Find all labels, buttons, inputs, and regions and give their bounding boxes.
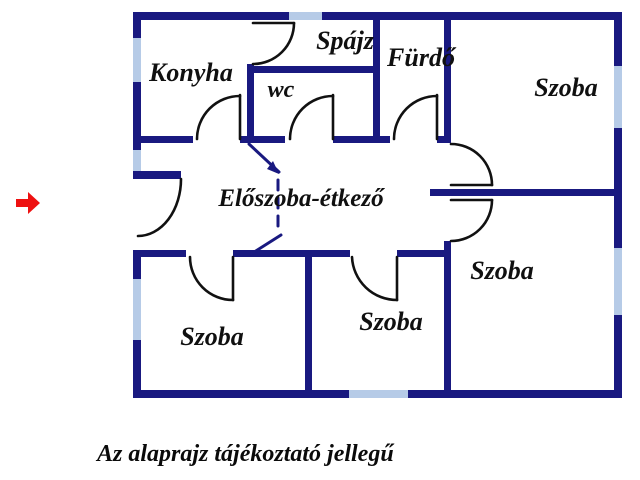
room-label-szoba-bottom-left: Szoba xyxy=(180,322,244,351)
door-arc-wc xyxy=(288,94,335,141)
wall-spajz-wc-divider xyxy=(250,66,377,73)
hall-partition-marks xyxy=(247,142,283,256)
partition-arrowhead xyxy=(267,161,279,174)
wall-entrance-stub xyxy=(133,171,181,179)
wall-furdo-right xyxy=(444,20,451,143)
interior-walls xyxy=(133,20,622,398)
wall-szoba-bl-top-right xyxy=(233,250,350,257)
entrance-opening xyxy=(133,179,141,250)
wall-szoba-bottom-divider xyxy=(305,250,312,398)
window-konyha xyxy=(133,38,141,82)
wall-szoba-right-left xyxy=(444,241,451,398)
caption-text: Az alaprajz tájékoztató jellegű xyxy=(95,441,395,467)
wall-wc-bottom-left xyxy=(240,136,285,143)
doors xyxy=(136,21,494,302)
wall-konyha-right xyxy=(247,64,254,143)
door-arc-spajz xyxy=(251,21,296,66)
room-label-furdo: Fürdő xyxy=(386,43,457,72)
window-szoba-bottom-middle xyxy=(349,390,408,398)
door-arc-szoba-bm xyxy=(350,255,399,302)
window-spajz xyxy=(289,12,322,20)
door-arc-furdo xyxy=(392,94,439,141)
room-labels: Konyha Spájz wc Fürdő Szoba Előszoba-étk… xyxy=(148,26,598,351)
room-label-spajz: Spájz xyxy=(316,26,375,55)
room-label-szoba-bottom-middle: Szoba xyxy=(359,307,423,336)
room-label-konyha: Konyha xyxy=(148,58,233,87)
window-szoba-right xyxy=(614,248,622,315)
wall-szoba-bm-top-right xyxy=(397,250,451,257)
room-label-wc: wc xyxy=(268,77,295,103)
wall-szoba-bl-top-left xyxy=(133,250,186,257)
room-label-szoba-right: Szoba xyxy=(470,256,534,285)
window-szoba-bottom-left xyxy=(133,279,141,340)
door-arc-konyha xyxy=(195,94,242,141)
door-arc-szoba-r xyxy=(449,198,494,243)
windows xyxy=(133,12,622,398)
wall-top xyxy=(133,12,622,20)
door-arc-entrance xyxy=(136,177,183,238)
wall-wc-bottom-right xyxy=(333,136,390,143)
door-arc-szoba-tr xyxy=(449,142,494,187)
wall-szoba-right-divider xyxy=(430,189,622,196)
door-arc-szoba-bl xyxy=(188,255,235,302)
window-szoba-top-right xyxy=(614,66,622,128)
room-label-szoba-top-right: Szoba xyxy=(534,73,598,102)
entrance-arrow-icon xyxy=(16,192,40,214)
partition-diagonal-bottom xyxy=(249,233,283,256)
room-label-eloszoba-etkezo: Előszoba-étkező xyxy=(217,185,385,212)
wall-furdo-left xyxy=(373,20,380,143)
window-hall xyxy=(133,150,141,171)
wall-right xyxy=(614,12,622,398)
wall-konyha-bottom xyxy=(133,136,193,143)
wall-furdo-bottom xyxy=(437,136,451,143)
